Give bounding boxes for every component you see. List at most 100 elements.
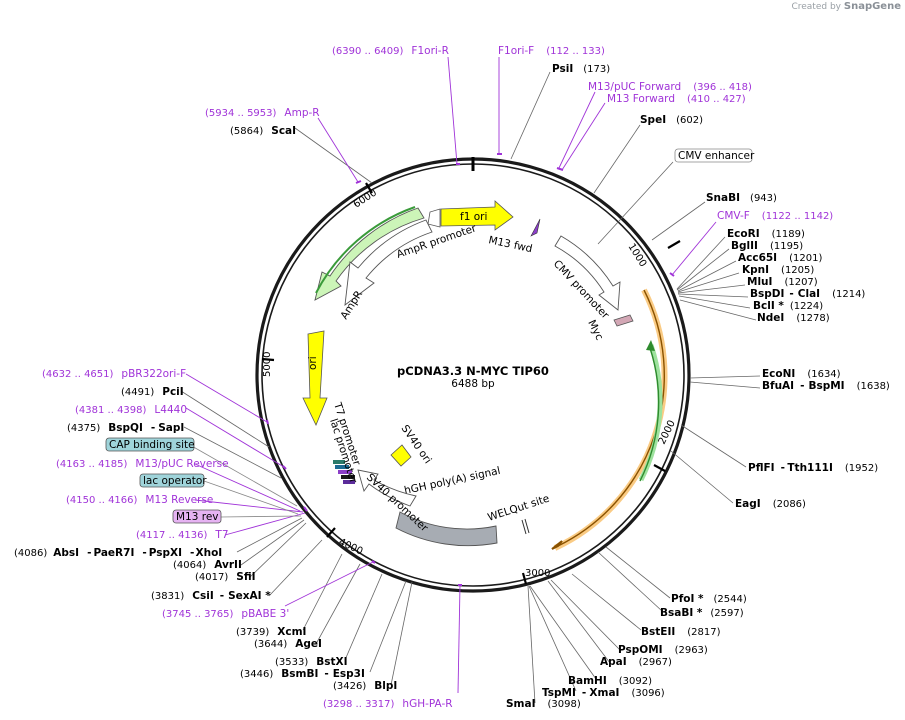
enzyme-bfuai-bspmi[interactable]: BfuAI-BspMI(1638): [762, 380, 890, 392]
enzyme-bstxi[interactable]: (3533)BstXI: [275, 656, 348, 668]
hgh-polya-arrow[interactable]: [395, 511, 498, 547]
enzyme-xcmi[interactable]: (3739)XcmI: [236, 626, 306, 638]
primer-t7: (4117 .. 4136)T7: [136, 529, 229, 541]
tick-label-5000: 5000: [262, 352, 273, 377]
sv40-ori-box[interactable]: [390, 444, 412, 467]
ampr-inner-arrow: [344, 219, 433, 306]
primer-cmv-f: CMV-F(1122 .. 1142): [717, 210, 833, 222]
primer-l4440: (4381 .. 4398)L4440: [75, 404, 187, 416]
enzyme-bcli[interactable]: BclI *(1224): [753, 300, 823, 312]
snapgene-watermark: Created by SnapGene: [791, 1, 901, 12]
primer-m13puc-forward: M13/pUC Forward(396 .. 418): [588, 81, 752, 93]
tick-label-6000: 6000: [352, 187, 379, 210]
enzyme-avrii[interactable]: (4064)AvrII: [173, 559, 242, 571]
enzyme-agei[interactable]: (3644)AgeI: [254, 638, 322, 650]
green-orf-arc: [639, 347, 660, 482]
cmv-enhancer-label: CMV enhancer: [678, 150, 755, 162]
welqut-mark-1: [521, 519, 527, 535]
watermark-brand: SnapGene: [843, 1, 901, 12]
enzyme-mlui[interactable]: MluI(1207): [747, 276, 818, 288]
enzyme-csii-sexai[interactable]: (3831)CsiI-SexAI *: [151, 590, 271, 602]
enzyme-apai[interactable]: ApaI(2967): [600, 656, 672, 668]
enzyme-blpi[interactable]: (3426)BlpI: [333, 680, 397, 692]
cap-binding-site-label: CAP binding site: [109, 439, 195, 451]
lac-operator-box[interactable]: [139, 473, 205, 488]
enzyme-scai[interactable]: (5864)ScaI: [230, 125, 296, 137]
enzyme-bsabi[interactable]: BsaBI *(2597): [660, 607, 744, 619]
enzyme-tspmi-xmai[interactable]: TspMI-XmaI(3096): [542, 687, 665, 699]
enzyme-bglii[interactable]: BglII(1195): [731, 240, 803, 252]
m13-rev-label: M13 rev: [176, 511, 219, 523]
lac-operator-mark: [341, 475, 355, 479]
enzyme-bamhi[interactable]: BamHI(3092): [568, 675, 652, 687]
green-orf-arrowhead: [646, 340, 655, 351]
primer-m13puc-reverse: (4163 .. 4185)M13/pUC Reverse: [56, 458, 229, 470]
enzyme-snabi[interactable]: SnaBI(943): [706, 192, 777, 204]
m13-fwd-label: M13 fwd: [487, 234, 533, 255]
enzyme-pflfi-tth111i[interactable]: PflFI-Tth111I(1952): [748, 462, 878, 474]
enzyme-bsmbi-esp3i[interactable]: (3446)BsmBI-Esp3I: [240, 668, 365, 680]
tick-6000: [365, 182, 373, 194]
tick-label-3000: 3000: [525, 568, 550, 579]
f1-ori-label: f1 ori: [460, 211, 487, 223]
enzyme-kpni[interactable]: KpnI(1205): [742, 264, 814, 276]
ampr-label: AmpR: [338, 289, 365, 322]
ampr-orf-line: [315, 206, 416, 294]
primer-mark-pbabe: [371, 560, 376, 564]
primer-hgh-pa-r: (3298 .. 3317)hGH-PA-R: [323, 698, 453, 710]
primer-mark-m13rev: [303, 506, 308, 512]
enzyme-leader-lines: [180, 71, 761, 704]
lac-promoter-mark: [335, 465, 349, 469]
ori-label: ori: [307, 356, 319, 370]
primer-mark-amp-r: [355, 180, 362, 184]
watermark-prefix: Created by: [791, 2, 841, 12]
m13rev-mark: [338, 470, 352, 474]
enzyme-bspdi-clai[interactable]: BspDI-ClaI(1214): [750, 288, 865, 300]
ampr-arrow[interactable]: [314, 207, 425, 301]
enzyme-econi[interactable]: EcoNI(1634): [762, 368, 841, 380]
enzyme-pspomi[interactable]: PspOMI(2963): [618, 644, 708, 656]
primer-pbr322ori-f: (4632 .. 4651)pBR322ori-F: [42, 368, 186, 380]
primer-leader-lines: [185, 56, 717, 694]
plasmid-length: 6488 bp: [451, 378, 495, 390]
cmv-promoter-arrow[interactable]: [554, 235, 621, 311]
primer-f1ori-f: F1ori-F(112 .. 133): [498, 45, 605, 57]
primer-f1ori-r: (6390 .. 6409)F1ori-R: [332, 45, 449, 57]
tip60-orf-arc[interactable]: [557, 289, 665, 547]
enzyme-pfoi[interactable]: PfoI *(2544): [671, 593, 747, 605]
cmv-enhancer-box[interactable]: [674, 148, 753, 163]
enzyme-sfii[interactable]: (4017)SfiI: [195, 571, 256, 583]
enzyme-pcii[interactable]: (4491)PciI: [121, 386, 184, 398]
primer-m13-forward: M13 Forward(410 .. 427): [607, 93, 746, 105]
lac-t7-cluster: [333, 460, 355, 484]
ori-arrow[interactable]: [302, 330, 328, 426]
m13-fwd-arrow: [530, 218, 541, 237]
tick-1000: [667, 240, 681, 249]
primer-mark-pbr322: [266, 419, 269, 425]
primer-amp-r: (5934 .. 5953)Amp-R: [205, 107, 320, 119]
enzyme-bspqi-sapi[interactable]: (4375)BspQI-SapI: [67, 422, 184, 434]
enzyme-ecori[interactable]: EcoRI(1189): [727, 228, 805, 240]
f1-ori-arrow[interactable]: [440, 200, 514, 231]
tick-5000: [261, 357, 275, 362]
tick-4000: [326, 527, 336, 538]
enzyme-smai[interactable]: SmaI(3098): [506, 698, 581, 710]
enzyme-psii[interactable]: PsiI(173): [552, 63, 610, 75]
enzyme-bsteii[interactable]: BstEII(2817): [641, 626, 721, 638]
enzyme-acc65i[interactable]: Acc65I(1201): [738, 252, 822, 264]
m13-rev-box[interactable]: [172, 509, 222, 524]
tick-3000: [521, 572, 528, 585]
tip60-orf-arrowhead: [551, 540, 563, 550]
enzyme-ndei[interactable]: NdeI(1278): [757, 312, 830, 324]
ampr-promoter-small-arrow: [427, 208, 441, 228]
enzyme-eagi[interactable]: EagI(2086): [735, 498, 806, 510]
enzyme-spei[interactable]: SpeI(602): [640, 114, 703, 126]
tick-marks: [261, 182, 681, 585]
cap-binding-site-box[interactable]: [105, 437, 195, 452]
plasmid-name: pCDNA3.3 N-MYC TIP60: [397, 364, 549, 378]
enzyme-absi-xhoi[interactable]: (4086)AbsI-PaeR7I-PspXI-XhoI: [14, 547, 222, 559]
welqut-mark-2: [524, 518, 530, 534]
sv40-promoter-arrow[interactable]: [357, 469, 417, 507]
tick-2000: [653, 464, 666, 472]
